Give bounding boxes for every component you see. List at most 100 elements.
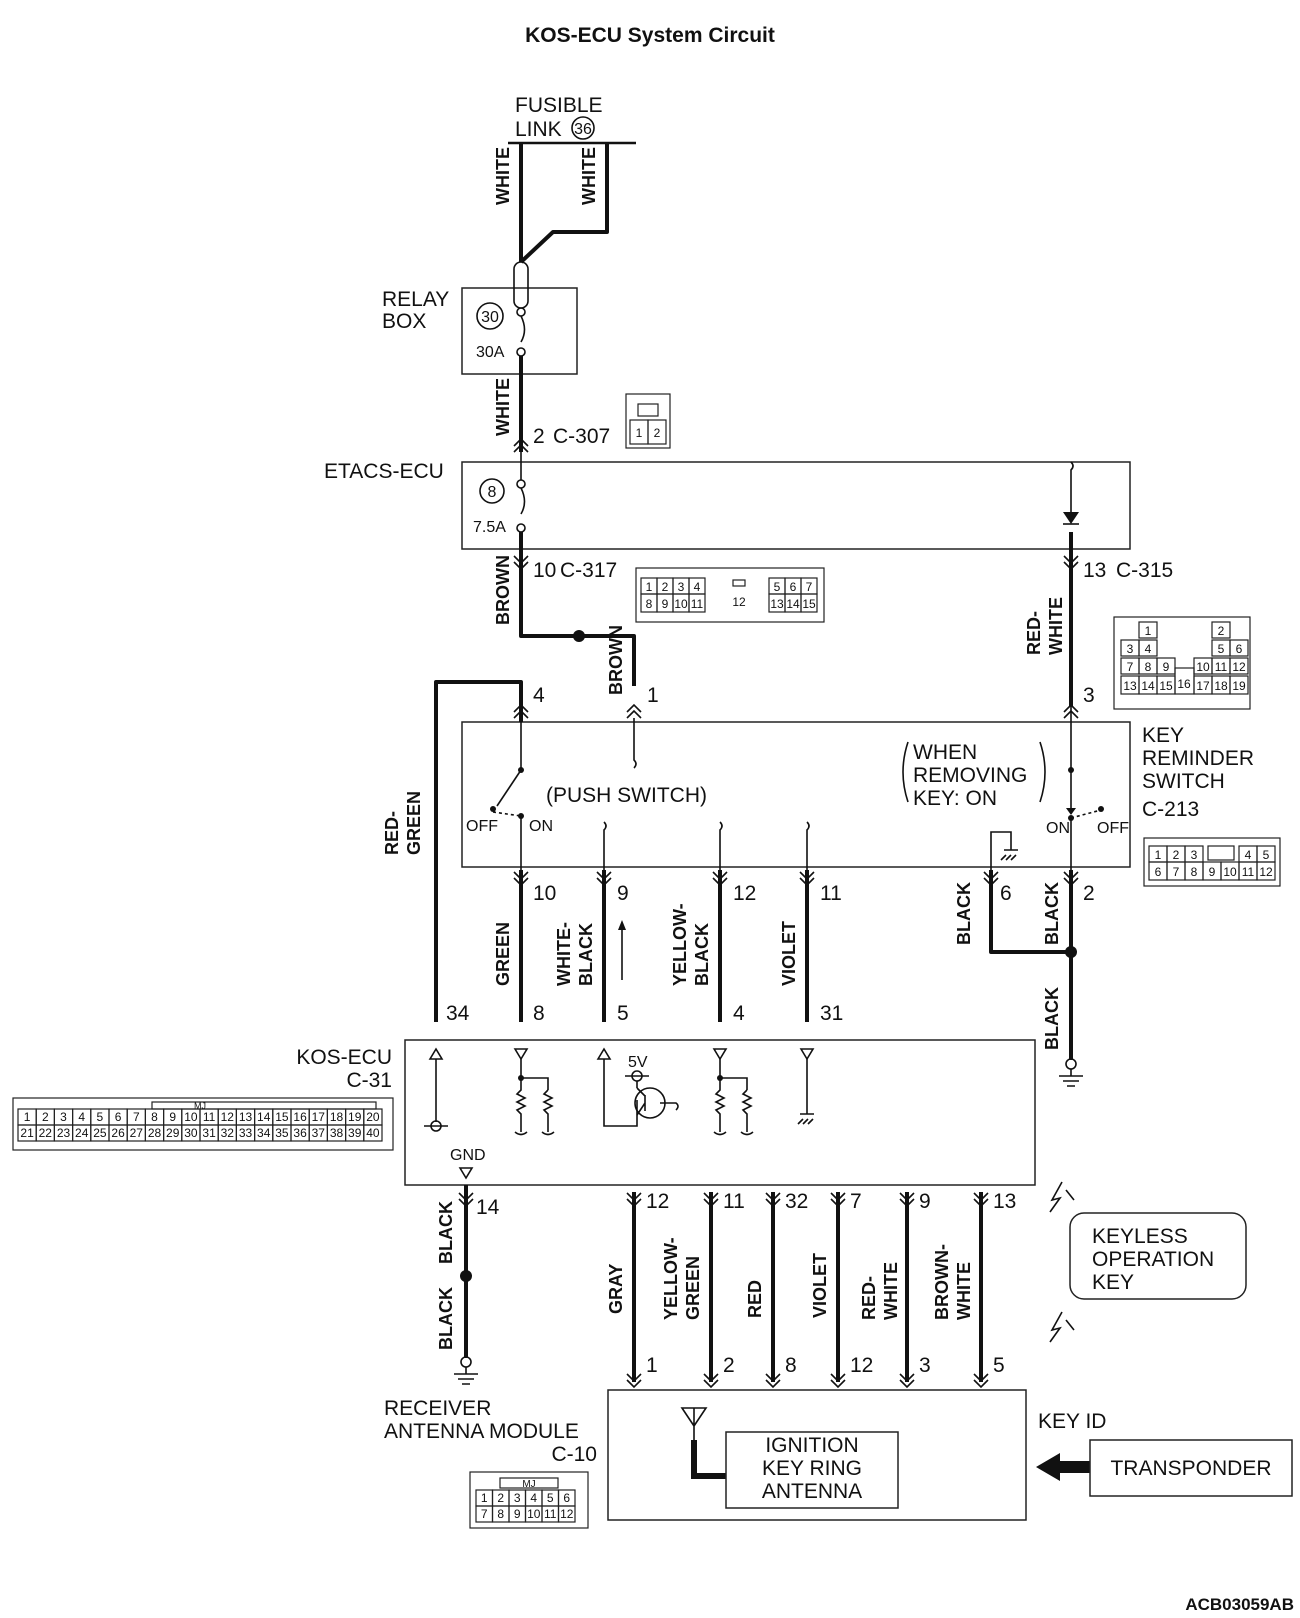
fusible-link: FUSIBLE LINK 36 (508, 94, 636, 145)
c10-pin: 3 (514, 1491, 521, 1505)
c213-pin-8: 8 (1191, 865, 1198, 879)
fusible-link-label-2: LINK (515, 118, 562, 141)
c10-pin: 1 (481, 1491, 488, 1505)
pin-ksw-12: 12 (733, 882, 756, 905)
relay-box-label: RELAY (382, 288, 449, 311)
wire-label-white-black: WHITE- (554, 922, 574, 986)
pin-kos-9: 9 (919, 1190, 931, 1213)
pin-rx-3: 3 (919, 1354, 931, 1377)
c315-pin-12: 12 (1232, 660, 1246, 674)
pin-kos-4: 4 (733, 1002, 745, 1025)
c31-tag: MJ (194, 1101, 206, 1111)
fusible-link-label: FUSIBLE (515, 94, 603, 117)
pin-kos-13: 13 (993, 1190, 1016, 1213)
pin-ksw-6: 6 (1000, 882, 1012, 905)
c31-pin: 13 (239, 1110, 253, 1124)
connector-c315: 1 2 3 4 5 6 7 8 9 10 11 12 13 14 15 16 1… (1113, 616, 1251, 710)
c31-pin: 6 (115, 1110, 122, 1124)
fusible-link-number-circle (571, 116, 595, 140)
c213-pin-2: 2 (1173, 848, 1180, 862)
kos-bottom-wires (454, 1185, 989, 1389)
c315-pin: 13 (1083, 559, 1106, 582)
wire-label-red-white-2: WHITE (1046, 597, 1066, 655)
c31-pin: 1 (24, 1110, 31, 1124)
c10-pin: 12 (560, 1507, 574, 1521)
wire-label-red-white: RED- (1024, 611, 1044, 655)
diagram-title: KOS-ECU System Circuit (525, 24, 775, 47)
c31-pin: 26 (111, 1126, 125, 1140)
wire-label-red-green: RED- (382, 811, 402, 855)
pin-kos-31: 31 (820, 1002, 843, 1025)
c317-pin-11: 11 (691, 597, 704, 611)
pin-ksw-9: 9 (617, 882, 629, 905)
c317-pin: 10 (533, 559, 556, 582)
c31-pin: 25 (93, 1126, 107, 1140)
c31-pin: 16 (293, 1110, 307, 1124)
pin-kos-5: 5 (617, 1002, 629, 1025)
c213-pin-5: 5 (1263, 848, 1270, 862)
antenna-label: IGNITION (765, 1434, 858, 1457)
c10-tag: MJ (522, 1479, 535, 1490)
c10-pin: 8 (497, 1507, 504, 1521)
switch-left-off: OFF (466, 818, 498, 835)
c317-pin-9: 9 (662, 597, 669, 611)
wire-label-white-right: WHITE (579, 147, 599, 205)
pin-rx-2: 2 (723, 1354, 735, 1377)
c317-pin-2: 2 (662, 580, 669, 594)
pin-ksw-2: 2 (1083, 882, 1095, 905)
key-id-arrow (1036, 1453, 1090, 1481)
c10-pin: 5 (547, 1491, 554, 1505)
pin-kos-7: 7 (850, 1190, 862, 1213)
etacs-fuse-number: 8 (488, 484, 497, 501)
wire-label-red-white-2b: WHITE (881, 1262, 901, 1320)
kos-ecu-gnd: GND (450, 1147, 486, 1164)
wire-label-white-black-2: BLACK (576, 923, 596, 986)
kos-ecu-label: KOS-ECU (296, 1046, 392, 1069)
connector-c213: 1 2 3 4 5 6 7 8 9 10 11 12 (1143, 837, 1281, 887)
c317-pin-6: 6 (790, 580, 797, 594)
removing-note-2: REMOVING (913, 764, 1027, 787)
pin-kos-34: 34 (446, 1002, 470, 1025)
wire-label-green: GREEN (493, 922, 513, 986)
c317-pin-7: 7 (806, 580, 813, 594)
keyless-key-label-3: KEY (1092, 1271, 1134, 1294)
c317-pin-12: 12 (732, 595, 746, 609)
c31-pin: 18 (330, 1110, 344, 1124)
c315-pin-6: 6 (1236, 642, 1243, 656)
c31-pin: 2 (42, 1110, 49, 1124)
pin-rx-5: 5 (993, 1354, 1005, 1377)
wire-label-brown-white: BROWN- (932, 1244, 952, 1320)
c31-pin: 31 (202, 1126, 216, 1140)
c31-pin: 38 (330, 1126, 344, 1140)
switch-right-off: OFF (1097, 820, 1129, 837)
signal-icon (1049, 1181, 1075, 1213)
c31-pin: 22 (39, 1126, 53, 1140)
key-id-label: KEY ID (1038, 1410, 1106, 1433)
c31-pin: 5 (97, 1110, 104, 1124)
c31-pin: 23 (57, 1126, 71, 1140)
c213-pin-12: 12 (1259, 865, 1273, 879)
c10-pin: 6 (563, 1491, 570, 1505)
c31-pin: 35 (275, 1126, 289, 1140)
wire-label-yellow-black-2: BLACK (692, 923, 712, 986)
c10-pin: 4 (530, 1491, 537, 1505)
transponder: TRANSPONDER (1089, 1439, 1293, 1497)
c31-pin: 40 (366, 1126, 380, 1140)
signal-icon-2 (1049, 1311, 1075, 1343)
c10-pin: 10 (527, 1507, 541, 1521)
relay-fuse-number: 30 (481, 309, 499, 326)
c31-pin: 29 (166, 1126, 180, 1140)
kos-ecu: KOS-ECU C-31 5V GND (296, 1039, 1036, 1186)
c307-pin: 2 (533, 425, 545, 448)
c317-pin-1: 1 (646, 580, 653, 594)
c317-name: C-317 (560, 559, 617, 582)
c317-pin-4: 4 (694, 580, 701, 594)
c315-pin-9: 9 (1163, 660, 1170, 674)
c10-pin: 7 (481, 1507, 488, 1521)
c315-pin-17: 17 (1196, 679, 1210, 693)
c315-pin-3: 3 (1127, 642, 1134, 656)
c213-pin-11: 11 (1242, 865, 1255, 879)
c213-pin-4: 4 (1245, 848, 1252, 862)
c307-pin-2: 2 (654, 426, 661, 440)
